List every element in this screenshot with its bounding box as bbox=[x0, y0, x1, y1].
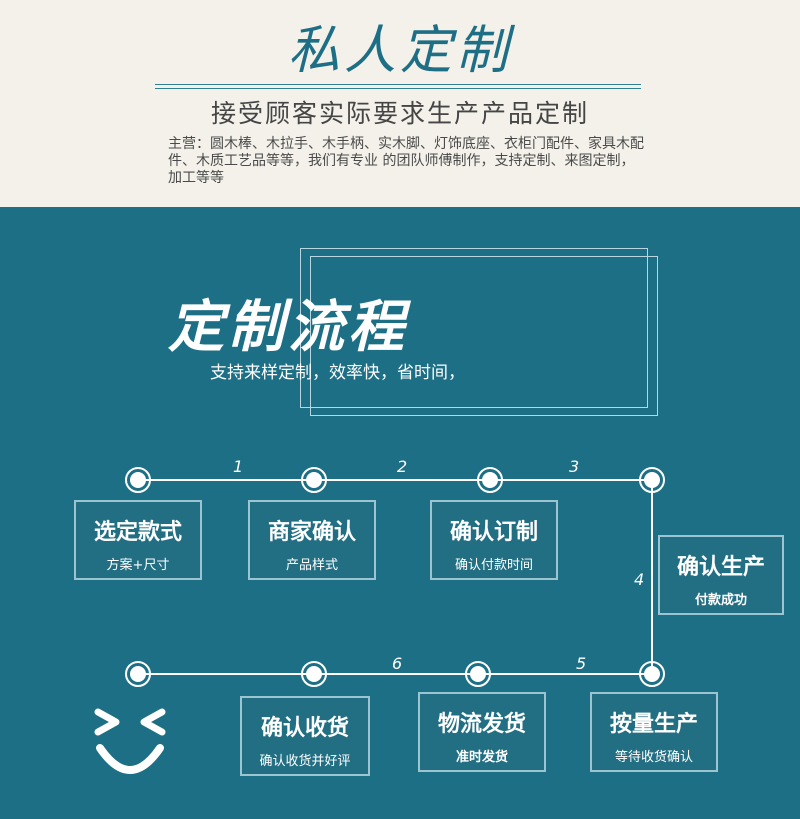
node-icon bbox=[639, 661, 665, 687]
step-number: 4 bbox=[634, 570, 645, 589]
divider bbox=[155, 84, 641, 85]
step-card: 确认收货 确认收货并好评 bbox=[240, 696, 370, 776]
step-title: 确认收货 bbox=[260, 716, 349, 741]
page-subtitle: 接受顾客实际要求生产产品定制 bbox=[210, 99, 589, 128]
process-subtitle: 支持来样定制，效率快，省时间， bbox=[210, 363, 465, 383]
step-card: 确认订制 确认付款时间 bbox=[430, 500, 558, 580]
step-detail: 方案+尺寸 bbox=[106, 558, 170, 573]
step-number: 5 bbox=[576, 654, 587, 673]
title-frame bbox=[300, 248, 648, 408]
divider bbox=[155, 88, 641, 89]
step-detail: 准时发货 bbox=[455, 750, 508, 765]
step-detail: 确认付款时间 bbox=[454, 558, 533, 573]
step-detail: 产品样式 bbox=[285, 558, 338, 573]
step-title: 按量生产 bbox=[609, 712, 698, 737]
step-number: 3 bbox=[569, 457, 580, 476]
step-number: 6 bbox=[392, 654, 403, 673]
page-title: 私人定制 bbox=[287, 21, 512, 81]
step-detail: 等待收货确认 bbox=[614, 750, 693, 765]
header-section: 私人定制 接受顾客实际要求生产产品定制 主营：圆木棒、木拉手、木手柄、实木脚、灯… bbox=[0, 0, 800, 207]
step-title: 确认订制 bbox=[449, 520, 538, 545]
node-icon bbox=[301, 467, 327, 493]
process-title: 定制流程 bbox=[168, 295, 408, 360]
step-card: 按量生产 等待收货确认 bbox=[590, 692, 718, 772]
node-icon bbox=[639, 467, 665, 493]
step-title: 商家确认 bbox=[267, 520, 356, 545]
node-icon bbox=[301, 661, 327, 687]
node-icon bbox=[125, 661, 151, 687]
step-detail: 确认收货并好评 bbox=[259, 754, 351, 769]
step-title: 物流发货 bbox=[437, 712, 526, 737]
step-number: 2 bbox=[397, 457, 408, 476]
step-title: 确认生产 bbox=[676, 555, 765, 580]
step-card: 商家确认 产品样式 bbox=[248, 500, 376, 580]
step-detail: 付款成功 bbox=[694, 593, 747, 608]
smiley-icon bbox=[94, 708, 166, 774]
step-title: 选定款式 bbox=[93, 520, 182, 545]
step-number: 1 bbox=[233, 457, 244, 476]
node-icon bbox=[125, 467, 151, 493]
title-frame bbox=[310, 256, 658, 416]
step-card: 选定款式 方案+尺寸 bbox=[74, 500, 202, 580]
business-description: 主营：圆木棒、木拉手、木手柄、实木脚、灯饰底座、衣柜门配件、家具木配件、木质工艺… bbox=[168, 136, 644, 186]
step-card: 物流发货 准时发货 bbox=[418, 692, 546, 772]
node-icon bbox=[465, 661, 491, 687]
node-icon bbox=[477, 467, 503, 493]
step-card: 确认生产 付款成功 bbox=[658, 535, 784, 615]
